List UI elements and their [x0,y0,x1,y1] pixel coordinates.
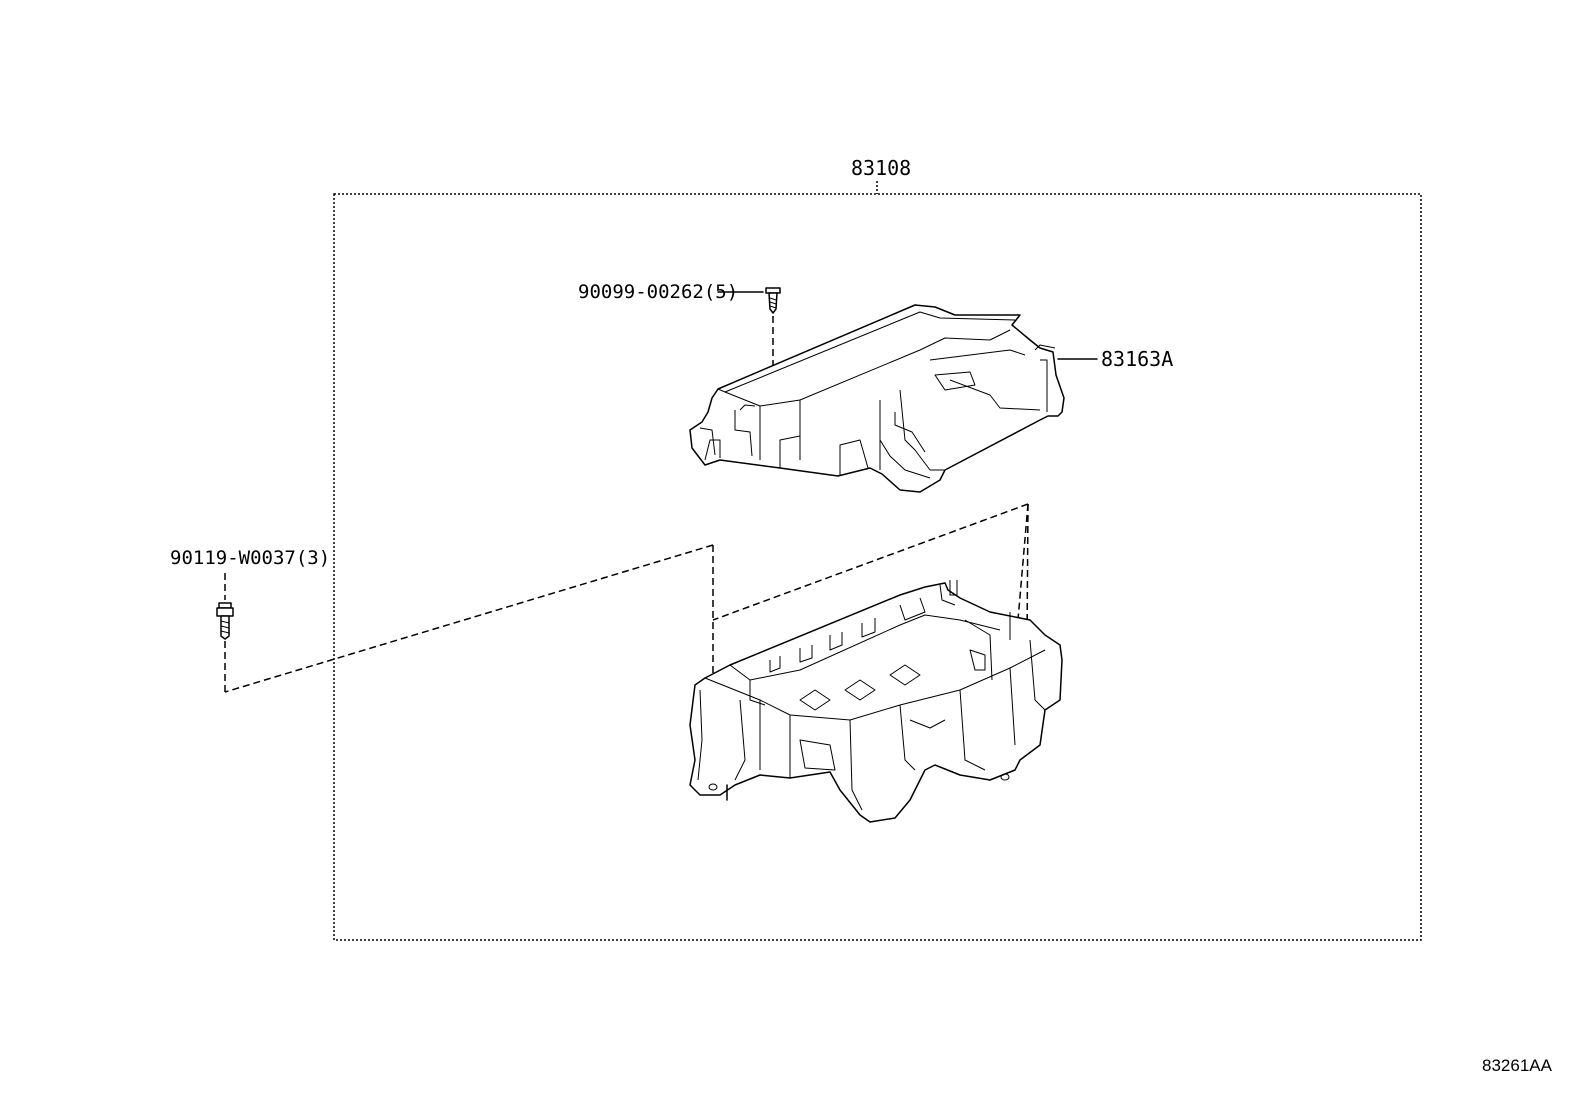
cover-part-number-label[interactable]: 83163A [1101,347,1174,371]
upper-cover-drawing [689,304,1065,493]
bolt-part-number-label[interactable]: 90119-W0037(3) [170,547,331,569]
diagram-reference-code: 83261AA [1482,1056,1552,1075]
screw-part-number-label[interactable]: 90099-00262(5) [578,281,739,303]
lower-tray-drawing [689,580,1063,823]
assembly-number-label[interactable]: 83108 [851,156,912,180]
assembly-frame [333,193,1422,941]
bolt-part-drawing [216,573,234,640]
